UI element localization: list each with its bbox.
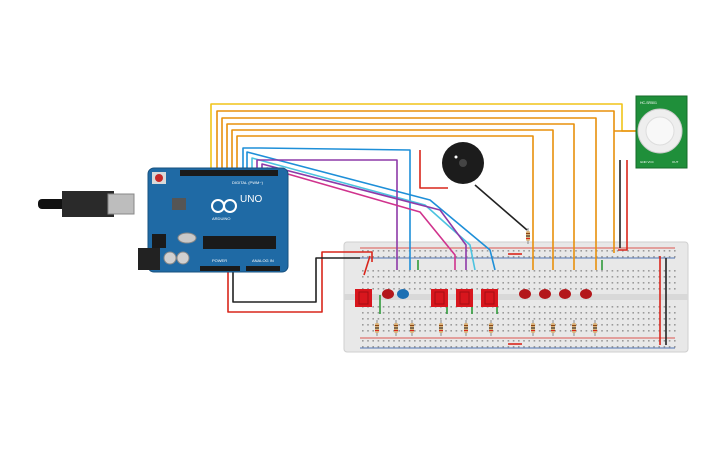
arduino-uno-board[interactable]: UNO ARDUINO DIGITAL (PWM~) POWER ANALOG …: [38, 167, 289, 273]
wire-lightblue: [251, 157, 476, 271]
seven-segment-display-2[interactable]: [431, 289, 448, 307]
resistor[interactable]: [464, 320, 468, 336]
resistor[interactable]: [375, 320, 379, 336]
digital-header: [180, 170, 278, 176]
led-red-5[interactable]: [580, 289, 592, 299]
wire-red-pir: [618, 160, 628, 251]
wire-orange-1: [216, 110, 615, 253]
board-logo: UNO: [240, 194, 262, 205]
analog-header: [246, 266, 280, 271]
resistors: [375, 228, 597, 336]
pir-sensor[interactable]: HC-SR501 GND VCC OUT: [635, 95, 688, 169]
wire-orange-3: [226, 123, 575, 270]
resistor[interactable]: [526, 228, 530, 244]
resistor[interactable]: [489, 320, 493, 336]
wires: [210, 103, 667, 345]
digital-label: DIGITAL (PWM~): [232, 180, 264, 185]
wire-purple-2: [261, 163, 467, 270]
wire-orange-2: [221, 117, 597, 270]
board-brand: ARDUINO: [212, 216, 230, 221]
pir-bottom-right: OUT: [672, 160, 679, 164]
power-label: POWER: [212, 258, 227, 263]
resistor[interactable]: [593, 320, 597, 336]
resistor[interactable]: [572, 320, 576, 336]
wire-red-5v: [227, 251, 373, 313]
resistor[interactable]: [531, 320, 535, 336]
wire-blue-1: [242, 147, 411, 270]
resistor[interactable]: [551, 320, 555, 336]
led-red-1[interactable]: [382, 289, 394, 299]
power-header: [200, 266, 240, 271]
led-blue[interactable]: [397, 289, 409, 299]
wire-orange-4: [231, 129, 554, 270]
seven-segment-display-3[interactable]: [456, 289, 473, 307]
wire-orange-5: [236, 135, 534, 270]
analog-label: ANALOG IN: [252, 258, 274, 263]
seven-segment-display-1[interactable]: [355, 289, 372, 307]
wire-red-buzzer: [419, 150, 448, 189]
pir-top-label: HC-SR501: [640, 101, 657, 105]
wire-purple-1: [256, 159, 398, 270]
seven-segment-display-4[interactable]: [481, 289, 498, 307]
power-jack: [138, 248, 160, 270]
pir-bottom-left: GND VCC: [640, 160, 655, 164]
usb-cable: [38, 199, 68, 209]
resistor[interactable]: [394, 320, 398, 336]
wire-blue-2: [246, 151, 496, 271]
led-red-3[interactable]: [539, 289, 551, 299]
resistor[interactable]: [439, 320, 443, 336]
resistor[interactable]: [410, 320, 414, 336]
wire-black-gnd: [232, 257, 360, 303]
wire-black-buzzer: [474, 184, 528, 231]
led-red-2[interactable]: [519, 289, 531, 299]
piezo-buzzer[interactable]: [442, 142, 484, 184]
led-red-4[interactable]: [559, 289, 571, 299]
wire-yellow-pir: [210, 103, 636, 172]
microcontroller-chip: [203, 236, 276, 249]
